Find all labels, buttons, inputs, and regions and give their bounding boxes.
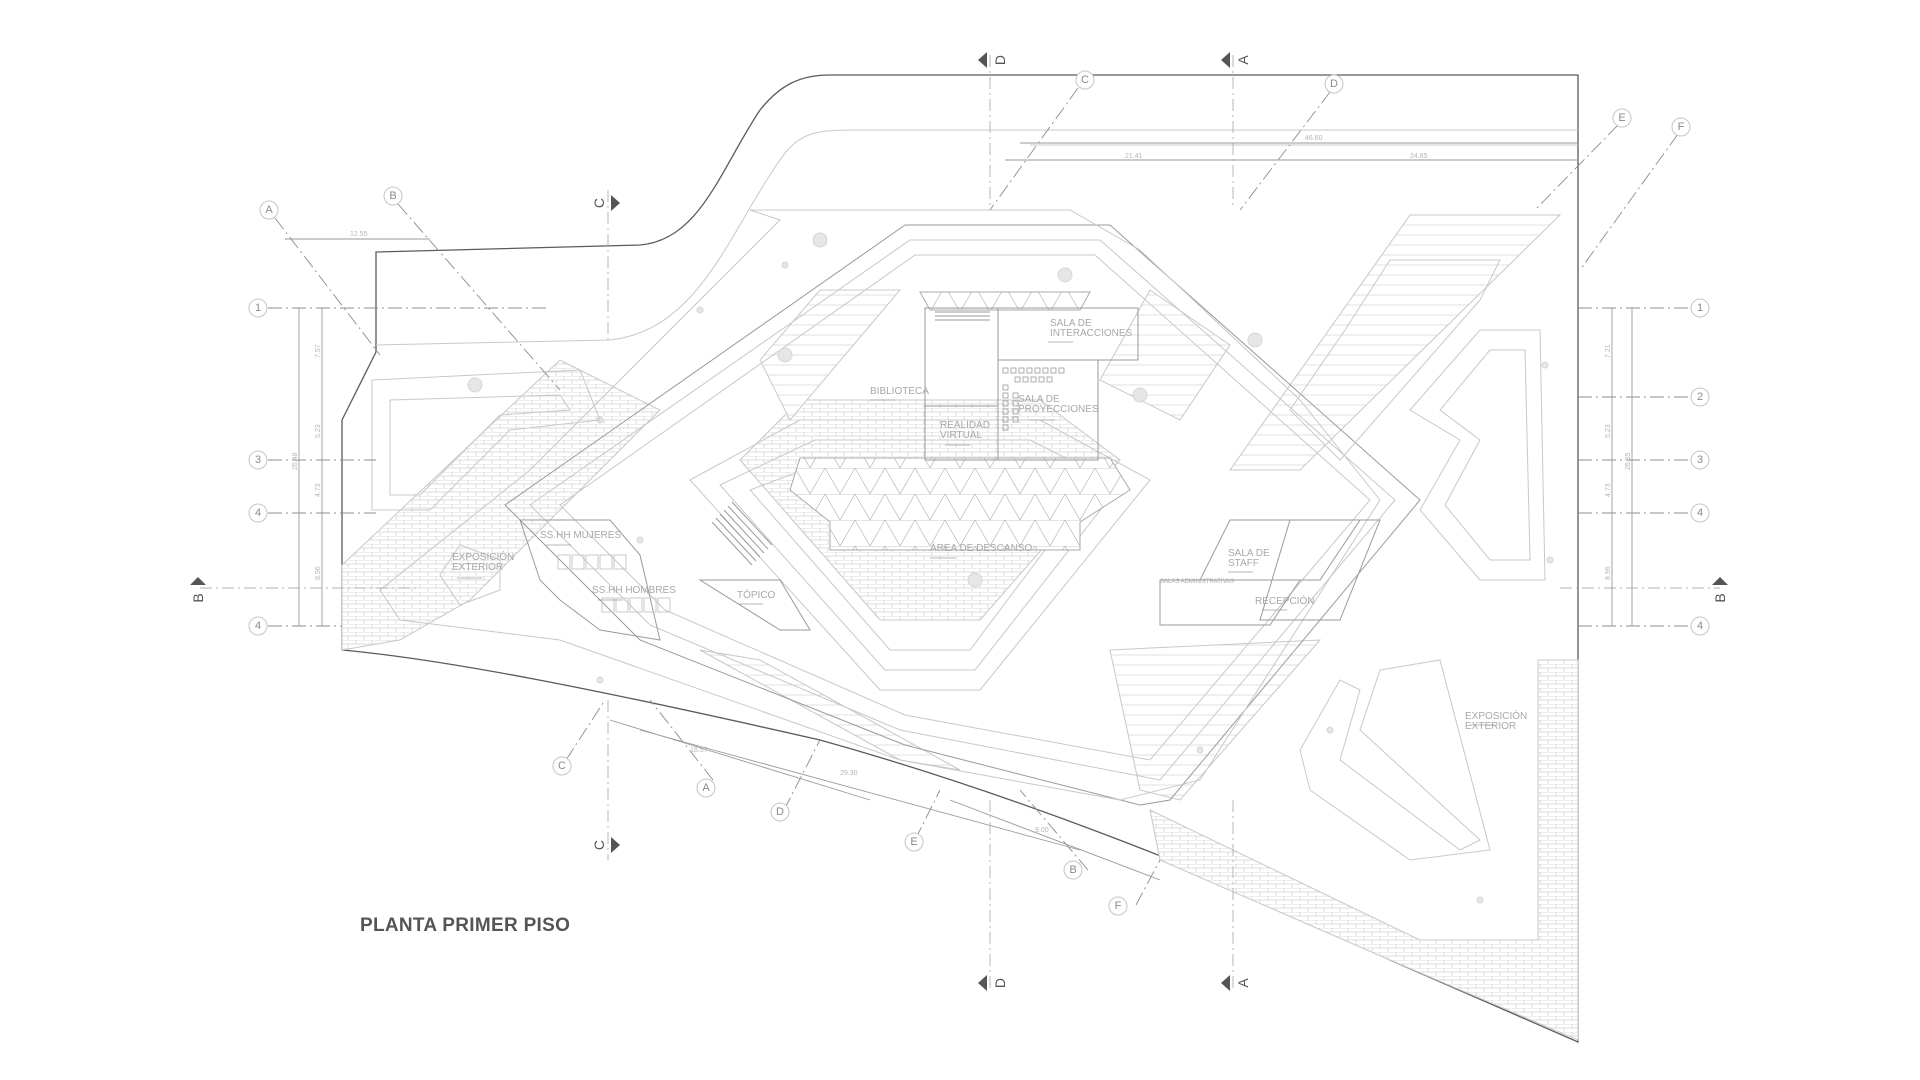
grid-axes-diagonal — [274, 87, 1679, 906]
room-label-topico: TÓPICO — [737, 588, 776, 601]
room-label-recepcion: RECEPCIÓN — [1255, 594, 1314, 607]
section-arrow-icon — [611, 837, 620, 853]
axis-bubble: 4 — [1697, 620, 1703, 632]
room-label-sala-staff-2: STAFF — [1228, 558, 1259, 569]
dim-right-3: 4.73 — [1605, 483, 1612, 497]
room-label-exposicion-left-2: EXTERIOR — [452, 562, 503, 573]
trees — [467, 232, 1554, 904]
section-mark-left-c-bottom: C — [591, 840, 607, 850]
section-arrow-icon — [611, 195, 620, 211]
dim-bottom-9: 9.00 — [1035, 827, 1049, 834]
axis-bubble: E — [910, 836, 917, 848]
section-mark-right-b: B — [1712, 593, 1728, 602]
axis-bubble: C — [558, 760, 566, 772]
dim-left-1: 7.57 — [315, 344, 322, 358]
axis-bubble: B — [389, 190, 396, 202]
room-walls — [519, 307, 1381, 641]
dim-left-3: 4.73 — [315, 483, 322, 497]
room-labels: SALA DE INTERACCIONES BIBLIOTECA SALA DE… — [452, 318, 1527, 732]
dim-top-left: 12.55 — [350, 231, 368, 238]
dim-right-1: 7.21 — [1605, 344, 1612, 358]
restroom-stalls — [557, 554, 671, 613]
dim-top-24: 24.85 — [1410, 153, 1428, 160]
section-arrow-icon — [1221, 975, 1230, 991]
section-arrow-icon — [1712, 577, 1728, 585]
room-label-biblioteca: BIBLIOTECA — [870, 386, 929, 397]
section-cut-lines — [607, 55, 1234, 990]
dimension-lines — [285, 142, 1633, 881]
seating — [1002, 367, 1065, 431]
dim-right-total: 26.35 — [1625, 452, 1632, 470]
dim-bottom-18: 18.57 — [690, 747, 708, 754]
section-mark-bottom-d: D — [992, 978, 1008, 988]
right-wings — [1289, 259, 1546, 861]
level-marker-icons — [457, 341, 1495, 726]
axis-bubble: 4 — [1697, 507, 1703, 519]
axis-bubbles-diagonal-top: A B C D E F — [259, 70, 1691, 220]
section-arrow-icon — [190, 577, 206, 585]
section-arrow-icon — [978, 975, 987, 991]
axis-bubble: 4 — [255, 620, 261, 632]
room-label-sala-interacciones: SALA DE — [1050, 318, 1092, 329]
skylight-triangular-grid — [789, 291, 1131, 551]
room-label-sala-proyecciones-2: PROYECCIONES — [1018, 404, 1099, 415]
drawing-title: PLANTA PRIMER PISO — [360, 915, 571, 936]
dim-bottom-29: 29.30 — [840, 770, 858, 777]
left-exhibition-wing — [371, 369, 601, 606]
section-mark-left-b: B — [190, 593, 206, 602]
dimension-labels: 12.55 46.60 21.41 24.85 18.57 29.30 9.00… — [292, 135, 1632, 834]
axis-bubble: C — [1081, 74, 1089, 86]
axis-bubble: B — [1069, 864, 1076, 876]
section-mark-top-d: D — [992, 55, 1008, 65]
axis-bubble: 1 — [255, 302, 261, 314]
room-label-sala-interacciones-2: INTERACCIONES — [1050, 328, 1133, 339]
axis-bubble: A — [702, 782, 710, 794]
axis-bubble: 2 — [1697, 391, 1703, 403]
room-label-sala-staff: SALA DE — [1228, 548, 1270, 559]
room-label-realidad-virtual-2: VIRTUAL — [940, 430, 982, 441]
axis-bubble: F — [1678, 121, 1685, 133]
grid-axes-horizontal — [200, 307, 1720, 627]
section-mark-top-a: A — [1235, 55, 1251, 65]
section-markers: D A D A C C B B — [190, 52, 1728, 991]
dim-left-total: 26.48 — [292, 452, 299, 470]
room-label-sala-proyecciones: SALA DE — [1018, 394, 1060, 405]
room-label-exposicion-left: EXPOSICIÓN — [452, 550, 514, 563]
dim-top-46: 46.60 — [1305, 135, 1323, 142]
axis-bubble: 3 — [255, 454, 261, 466]
dim-left-2: 5.23 — [315, 424, 322, 438]
axis-bubble: 1 — [1697, 302, 1703, 314]
room-label-exposicion-right: EXPOSICIÓN — [1465, 709, 1527, 722]
dim-left-4: 8.96 — [315, 566, 322, 580]
room-label-realidad-virtual: REALIDAD — [940, 420, 990, 431]
section-mark-left-c-top: C — [591, 198, 607, 208]
dim-top-21: 21.41 — [1125, 153, 1143, 160]
axis-bubble: A — [265, 204, 273, 216]
section-arrow-icon — [978, 52, 987, 68]
dim-right-2: 5.23 — [1605, 424, 1612, 438]
axis-bubble: F — [1115, 900, 1122, 912]
room-label-exposicion-right-2: EXTERIOR — [1465, 721, 1516, 732]
axis-bubbles-right: 1 2 3 4 4 — [1690, 298, 1710, 636]
axis-bubble: 4 — [255, 507, 261, 519]
stairs — [711, 311, 990, 566]
dim-right-4: 8.96 — [1605, 566, 1612, 580]
axis-bubble: E — [1618, 112, 1625, 124]
axis-bubbles-left: 1 3 4 4 — [248, 298, 268, 636]
building-outline — [379, 209, 1421, 806]
axis-bubble: D — [1330, 78, 1338, 90]
axis-bubble: D — [776, 806, 784, 818]
room-label-area-descanso: ÁREA DE DESCANSO — [930, 541, 1032, 554]
room-label-sshh-mujeres: SS.HH MUJERES — [540, 530, 621, 541]
room-label-salas-administrativas: SALAS ADMINISTRATIVAS — [1160, 579, 1234, 585]
axis-bubble: 3 — [1697, 454, 1703, 466]
section-mark-bottom-a: A — [1235, 978, 1251, 988]
room-label-sshh-hombres: SS.HH HOMBRES — [592, 585, 676, 596]
axis-bubbles-diagonal-bottom: C A D E B F — [552, 756, 1128, 916]
section-arrow-icon — [1221, 52, 1230, 68]
